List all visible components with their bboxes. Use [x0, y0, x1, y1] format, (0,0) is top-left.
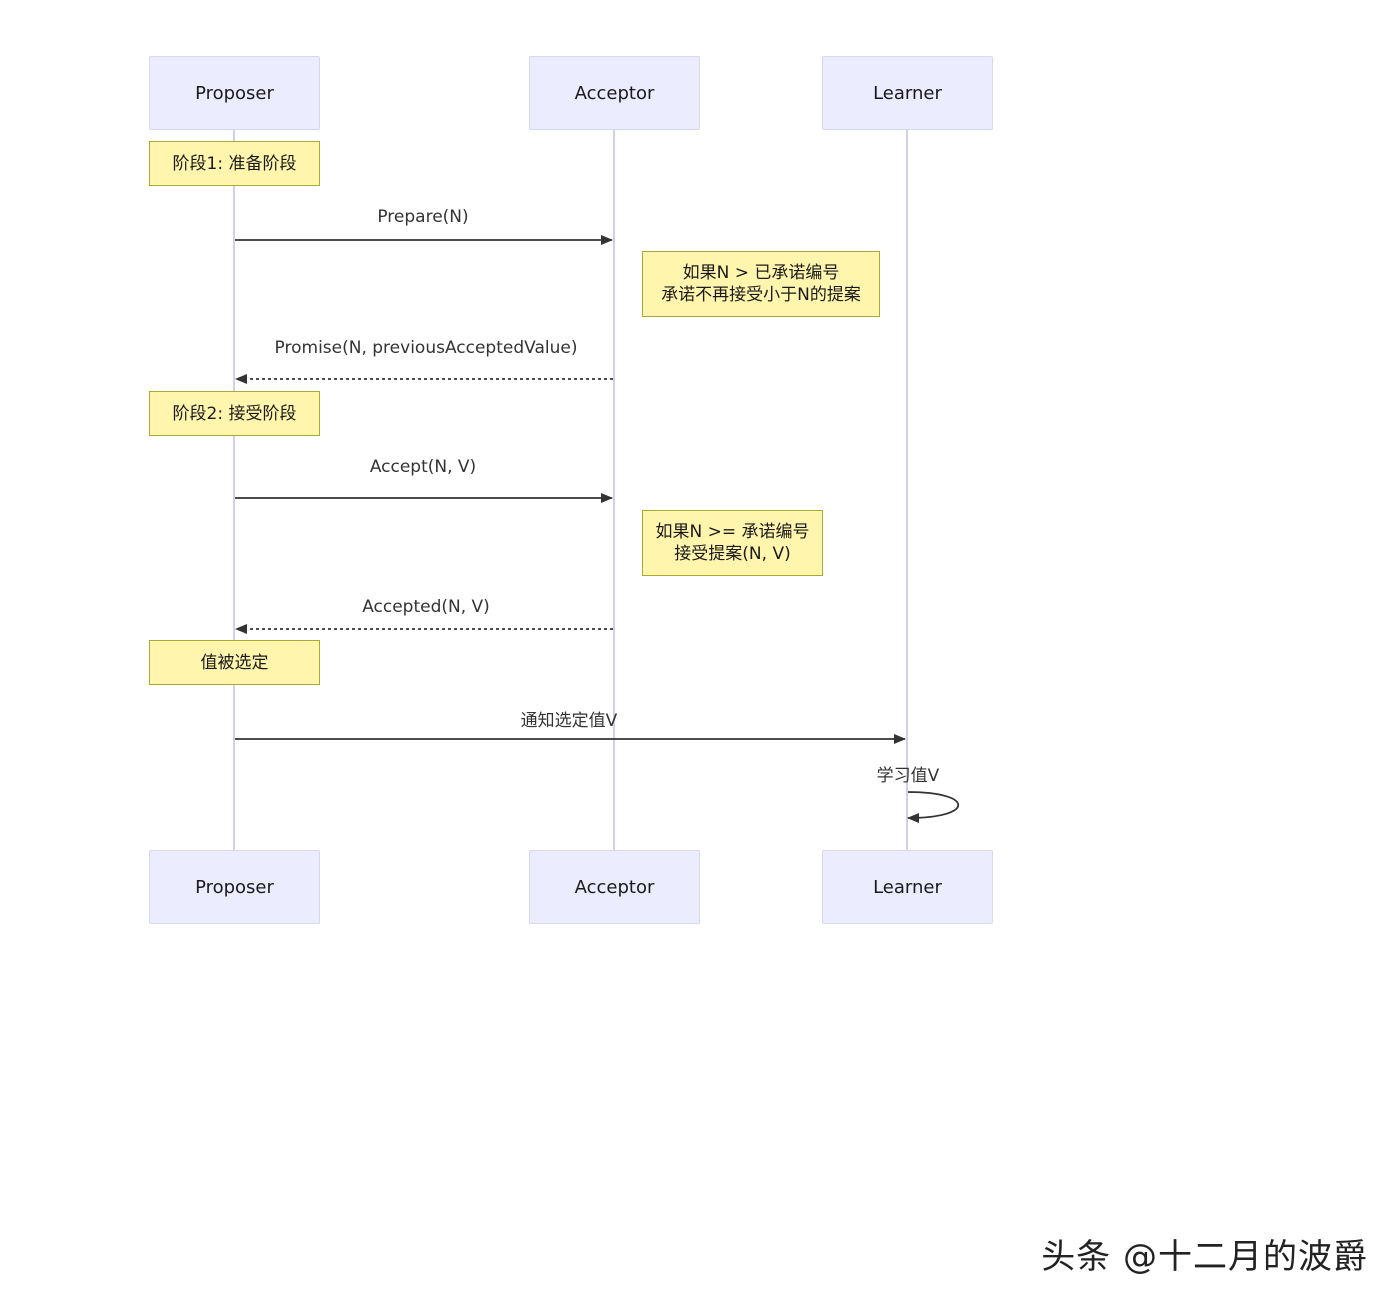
participant-label: Learner — [873, 82, 942, 104]
note-phase2: 阶段2: 接受阶段 — [149, 391, 320, 436]
participant-proposer-bottom: Proposer — [149, 850, 320, 924]
message-label-promise: Promise(N, previousAcceptedValue) — [274, 338, 578, 358]
message-label-accepted: Accepted(N, V) — [362, 597, 490, 617]
participant-label: Proposer — [195, 876, 274, 898]
participant-acceptor-bottom: Acceptor — [529, 850, 700, 924]
message-label-prepare: Prepare(N) — [377, 207, 469, 227]
participant-proposer-top: Proposer — [149, 56, 320, 130]
message-label-notify: 通知选定值V — [520, 711, 618, 731]
note-acceptor-accept-rule: 如果N >= 承诺编号 接受提案(N, V) — [642, 510, 823, 576]
arrow-learn-self — [907, 791, 959, 823]
note-value-chosen: 值被选定 — [149, 640, 320, 685]
participant-acceptor-top: Acceptor — [529, 56, 700, 130]
message-label-learn: 学习值V — [876, 766, 940, 786]
participant-learner-bottom: Learner — [822, 850, 993, 924]
participant-label: Proposer — [195, 82, 274, 104]
message-label-accept: Accept(N, V) — [369, 457, 477, 477]
participant-label: Acceptor — [574, 82, 655, 104]
note-phase1: 阶段1: 准备阶段 — [149, 141, 320, 186]
note-acceptor-promise-rule: 如果N > 已承诺编号 承诺不再接受小于N的提案 — [642, 251, 880, 317]
participant-label: Acceptor — [574, 876, 655, 898]
participant-label: Learner — [873, 876, 942, 898]
watermark: 头条 @十二月的波爵 — [1041, 1237, 1368, 1277]
participant-learner-top: Learner — [822, 56, 993, 130]
